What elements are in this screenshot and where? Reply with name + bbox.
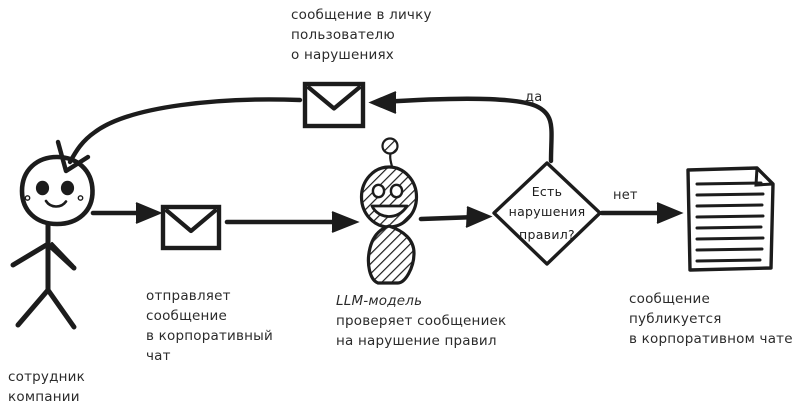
document-icon xyxy=(686,166,775,272)
person-figure xyxy=(10,154,95,330)
llm-robot-figure xyxy=(359,137,419,285)
arrow-decision-yes-to-dm-envelope xyxy=(368,91,554,164)
decision-text-line-2: нарушения xyxy=(508,204,586,219)
arrow-envelope-to-llm xyxy=(224,211,360,233)
label-employee: сотрудник компании xyxy=(8,369,85,405)
label-llm-emphasis: LLM-модель xyxy=(336,293,423,309)
arrow-decision-no-to-document xyxy=(599,202,684,224)
edge-label-no: нет xyxy=(613,188,638,203)
decision-diamond xyxy=(492,161,602,266)
arrow-dm-envelope-to-person xyxy=(55,97,303,174)
label-llm-description: проверяет сообщениек на нарушение правил xyxy=(336,313,507,349)
edge-label-yes: да xyxy=(525,90,543,105)
note-direct-message-text: сообщение в личку пользователю о нарушен… xyxy=(291,7,432,63)
label-message-published: сообщение публикуется в корпоративном ча… xyxy=(629,291,793,347)
label-sends-message: отправляет сообщение в корпоративный чат xyxy=(146,288,274,364)
envelope-icon-outgoing xyxy=(160,204,222,251)
arrow-llm-to-decision xyxy=(418,206,493,228)
arrow-person-to-envelope xyxy=(90,202,163,224)
decision-text-line-1: Есть xyxy=(531,184,563,199)
envelope-icon-direct-message xyxy=(302,81,366,129)
decision-text-line-3: правил? xyxy=(519,227,575,242)
